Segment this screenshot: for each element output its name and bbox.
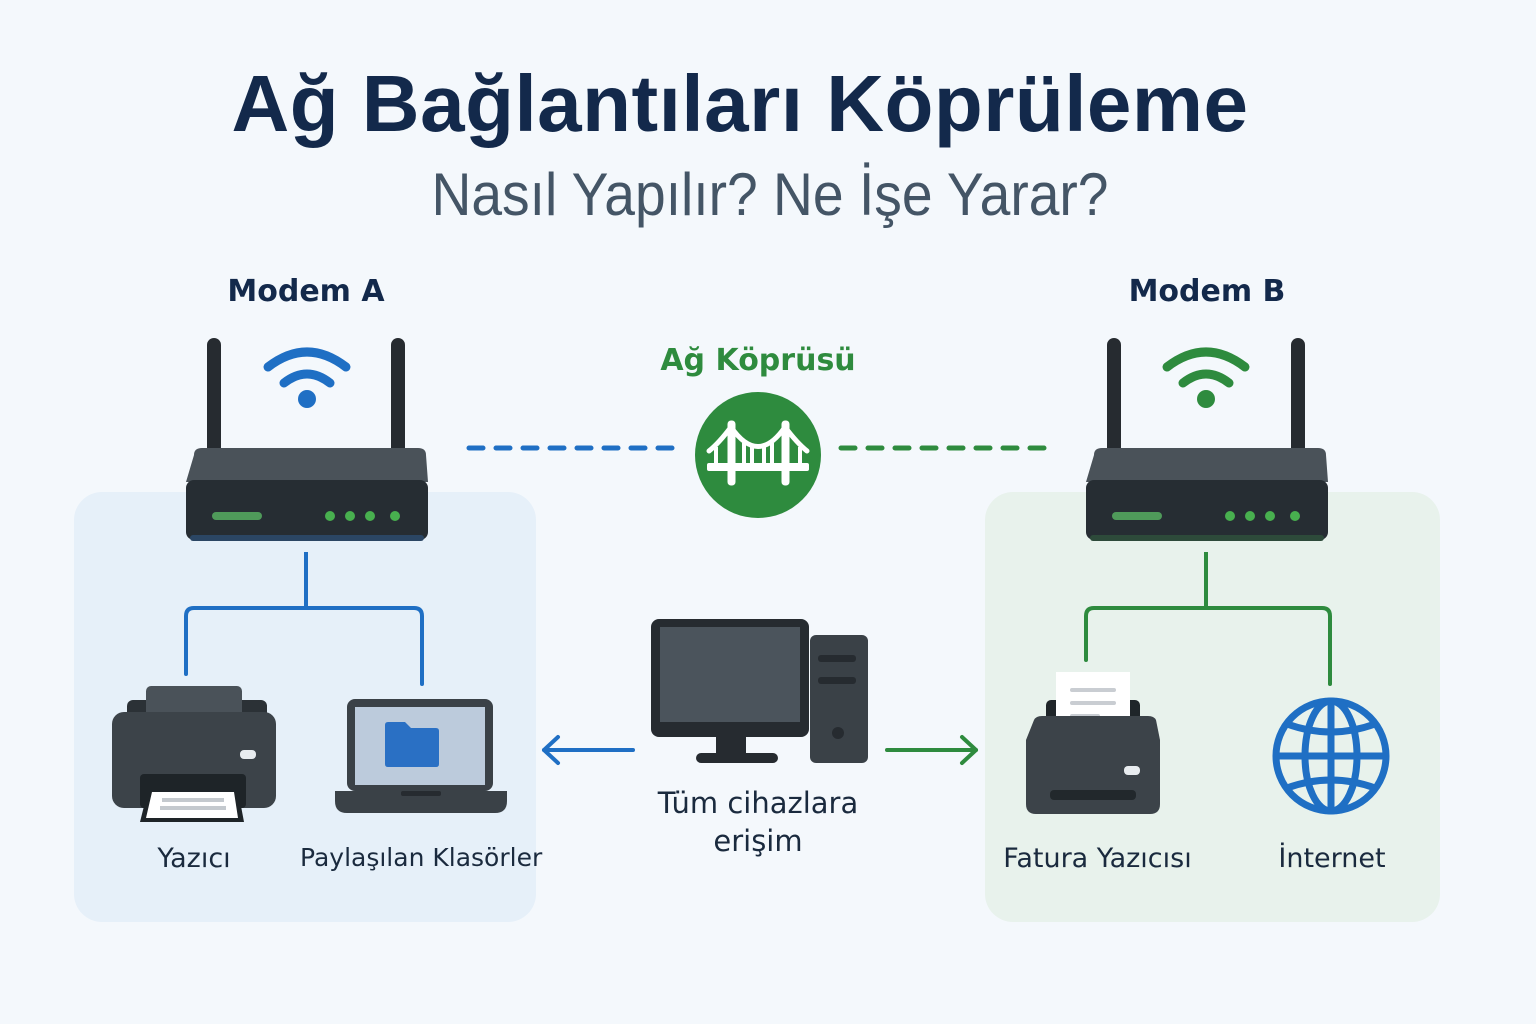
center-access-label-line2: erişim: [713, 824, 803, 858]
arrow-right-green-icon: [885, 735, 978, 765]
device-label-printer: Yazıcı: [157, 843, 231, 874]
receipt-printer-icon: [1026, 672, 1160, 814]
page-title: Ağ Bağlantıları Köprüleme: [231, 59, 1249, 148]
bridge-label: Ağ Köprüsü: [660, 343, 856, 378]
device-label-internet: İnternet: [1278, 843, 1386, 874]
laptop-folder-icon: [335, 699, 507, 813]
router-icon-modem-b: [1086, 338, 1328, 541]
modem-a-label: Modem A: [227, 274, 385, 309]
dashed-link-blue: [466, 445, 679, 451]
printer-icon: [112, 686, 276, 822]
router-icon-modem-a: [186, 338, 428, 541]
desktop-computer-icon: [651, 619, 868, 763]
dashed-link-green: [838, 445, 1051, 451]
wifi-icon-blue: [263, 347, 351, 408]
device-label-receipt-printer: Fatura Yazıcısı: [1003, 843, 1192, 874]
arrow-left-blue-icon: [542, 735, 635, 765]
center-access-label: Tüm cihazlara erişim: [608, 784, 908, 860]
page-subtitle: Nasıl Yapılır? Ne İşe Yarar?: [431, 161, 1109, 228]
globe-icon: [1272, 697, 1390, 815]
bridge-icon: [695, 392, 821, 518]
center-access-label-line1: Tüm cihazlara: [657, 786, 859, 820]
modem-b-label: Modem B: [1128, 274, 1286, 309]
device-label-shared-folders: Paylaşılan Klasörler: [300, 843, 543, 872]
wifi-icon-green: [1162, 347, 1250, 408]
